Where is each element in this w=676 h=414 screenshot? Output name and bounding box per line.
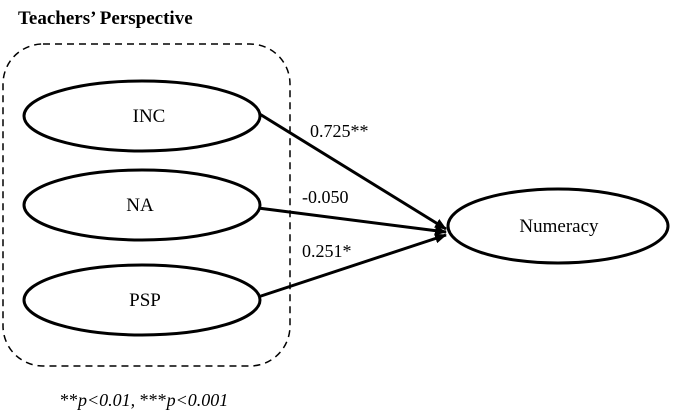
node-numeracy-ellipse bbox=[446, 187, 670, 265]
footnote-p-value-1: p<0.01, bbox=[76, 390, 135, 410]
footnote-stars-1: ** bbox=[60, 390, 78, 410]
significance-footnote: **p<0.01, ***p<0.001 bbox=[60, 390, 228, 410]
diagram-title: Teachers’ Perspective bbox=[18, 8, 193, 29]
node-numeracy: Numeracy bbox=[446, 187, 670, 265]
node-inc-ellipse bbox=[22, 79, 262, 153]
edge-label-na: -0.050 bbox=[302, 187, 349, 207]
arrow-inc-to-numeracy bbox=[257, 111, 447, 231]
node-na-ellipse bbox=[22, 168, 262, 242]
group-box bbox=[2, 43, 291, 367]
footnote-p-value-2: p<0.001 bbox=[165, 390, 229, 410]
arrow-psp-to-numeracy bbox=[257, 233, 447, 299]
node-na: NA bbox=[22, 168, 262, 242]
node-inc-label: INC bbox=[133, 106, 166, 127]
arrow-na-to-numeracy bbox=[257, 206, 447, 236]
node-numeracy-label: Numeracy bbox=[519, 216, 599, 237]
node-na-label: NA bbox=[126, 195, 154, 216]
footnote-stars-2: *** bbox=[135, 390, 167, 410]
node-psp-label: PSP bbox=[129, 290, 161, 311]
node-inc: INC bbox=[22, 79, 262, 153]
edge-label-inc: 0.725** bbox=[310, 121, 369, 141]
node-psp-ellipse bbox=[22, 263, 262, 337]
node-psp: PSP bbox=[22, 263, 262, 337]
edge-label-psp: 0.251* bbox=[302, 241, 352, 261]
